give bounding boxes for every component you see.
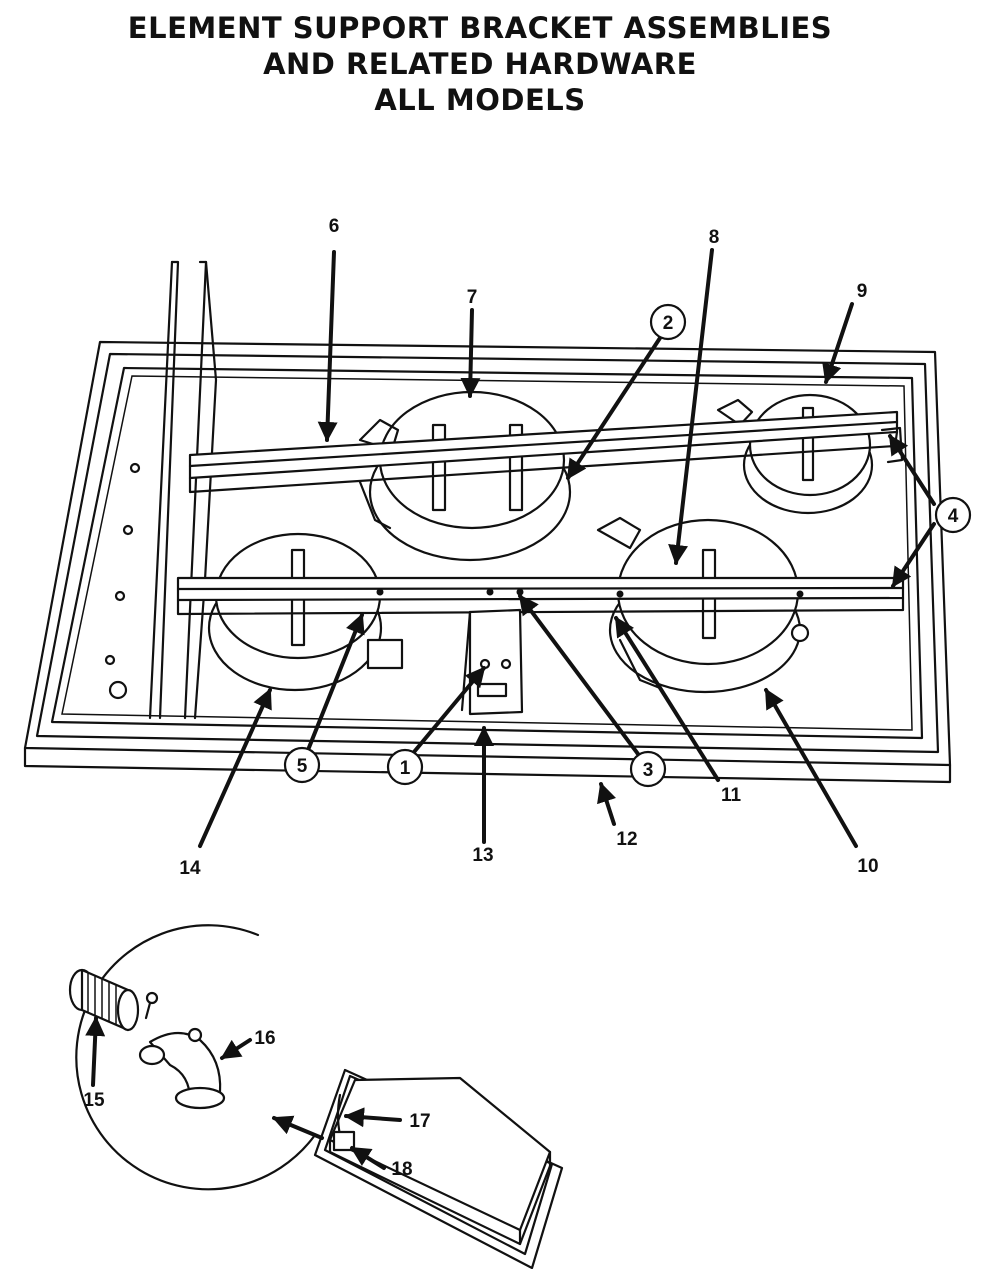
callout-label-17: 17: [409, 1111, 430, 1132]
callout-label-10: 10: [857, 856, 878, 877]
title-line-2: AND RELATED HARDWARE: [263, 47, 697, 81]
callout-circle-2: 2: [649, 303, 687, 341]
callout-label-8: 8: [709, 227, 720, 248]
diagram-title: ELEMENT SUPPORT BRACKET ASSEMBLIES AND R…: [0, 10, 960, 118]
callout-label-15: 15: [83, 1090, 105, 1111]
callout-circle-4: 4: [934, 496, 972, 534]
callout-label-6: 6: [329, 216, 340, 237]
callout-label-14: 14: [179, 858, 201, 879]
title-line-3: ALL MODELS: [374, 83, 586, 117]
surface-element-10: [596, 516, 810, 694]
callout-label-3: 3: [643, 760, 654, 781]
callout-label-5: 5: [297, 756, 308, 777]
title-line-1: ELEMENT SUPPORT BRACKET ASSEMBLIES: [127, 11, 833, 45]
callout-label-9: 9: [857, 281, 868, 302]
callout-label-4: 4: [948, 506, 959, 527]
callout-label-18: 18: [391, 1159, 412, 1180]
conduit-part-15: [68, 968, 159, 1032]
callout-label-11: 11: [721, 785, 742, 806]
side-panel: [104, 260, 218, 720]
support-bracket-front: [176, 576, 905, 616]
callout-label-12: 12: [616, 829, 637, 850]
cooktop-frame: [23, 340, 952, 784]
callout-label-7: 7: [467, 287, 478, 308]
callout-label-2: 2: [663, 313, 674, 334]
center-bracket: [460, 608, 524, 716]
leader-lines: [198, 248, 936, 848]
callout-circle-5: 5: [283, 746, 321, 784]
elbow-connector-16: [138, 1027, 226, 1110]
callout-label-16: 16: [254, 1028, 275, 1049]
cooktop-underside-box: [313, 1068, 564, 1269]
callout-circle-3: 3: [629, 750, 667, 788]
callout-label-13: 13: [472, 845, 493, 866]
callout-circle-1: 1: [386, 748, 424, 786]
surface-element-9: [716, 393, 874, 515]
detail-circle: [75, 924, 317, 1191]
surface-element-7: [358, 390, 572, 562]
callout-label-1: 1: [400, 758, 411, 779]
